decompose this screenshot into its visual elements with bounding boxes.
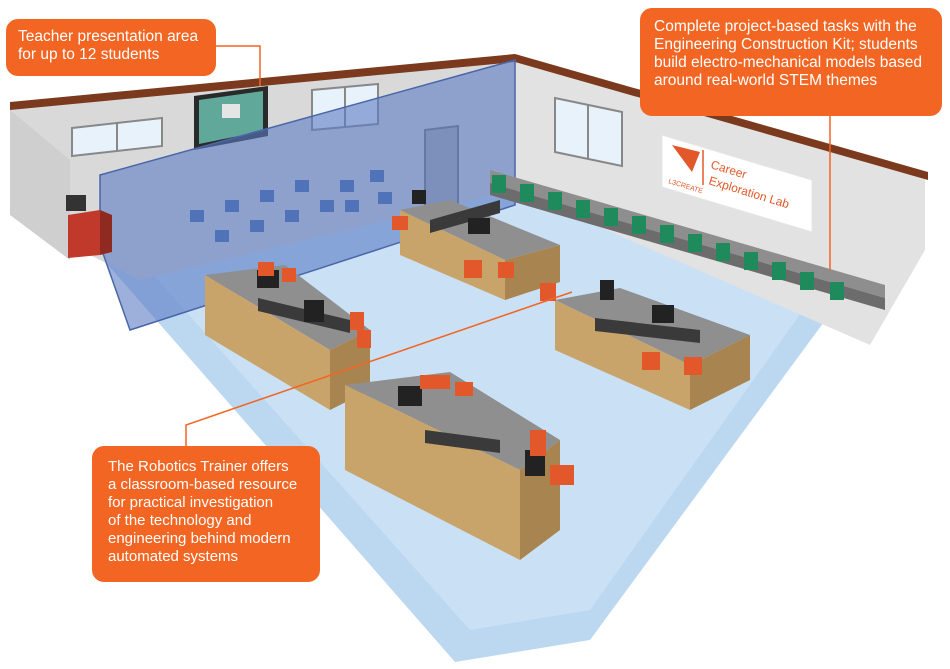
green-chairs bbox=[492, 175, 844, 300]
back-right-wall-top bbox=[515, 54, 928, 180]
back-left-wall-top bbox=[10, 54, 515, 110]
career-lab-sign: L3CREATE Career Exploration Lab bbox=[661, 134, 813, 233]
red-chairs bbox=[258, 216, 702, 485]
robotics-callout-leader bbox=[185, 291, 573, 446]
teacher-area-seating bbox=[190, 170, 392, 242]
robotics-trainer-callout: The Robotics Trainer offers a classroom-… bbox=[92, 446, 320, 582]
desk-cluster-right bbox=[555, 288, 750, 410]
teacher-area-callout: Teacher presentation area for up to 12 s… bbox=[6, 19, 216, 76]
left-end-wall bbox=[10, 110, 70, 260]
teacher-trolley bbox=[66, 195, 112, 258]
teacher-callout-leader bbox=[216, 45, 261, 86]
construction-kit-callout: Complete project-based tasks with the En… bbox=[640, 8, 942, 116]
